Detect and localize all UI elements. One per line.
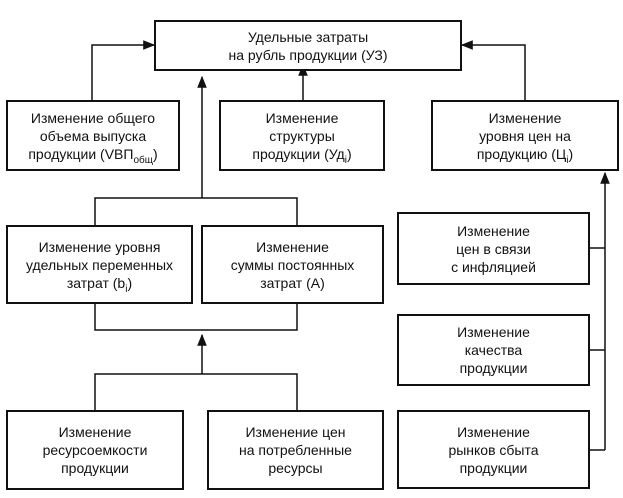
bracket-lower [94, 373, 298, 410]
box-variable-costs: Изменение уровня удельных переменных зат… [6, 225, 193, 304]
box-fixed-costs: Изменение суммы постоянных затрат (А) [201, 225, 384, 304]
box-product-structure: Изменение структуры продукции (Удi) [219, 100, 385, 171]
arrow-vbp-to-top [91, 40, 156, 100]
box-inflation: Изменение цен в связи с инфляцией [397, 212, 590, 285]
bracket-upper-top [94, 197, 298, 225]
arrow-price-to-top [460, 40, 526, 100]
box-product-structure-label: Изменение структуры продукции (Удi) [252, 109, 352, 166]
box-inflation-label: Изменение цен в связи с инфляцией [451, 222, 536, 275]
box-sales-markets-label: Изменение рынков сбыта продукции [448, 423, 539, 476]
box-quality: Изменение качества продукции [397, 314, 590, 386]
box-price-level-label: Изменение уровня цен на продукцию (Цi) [476, 109, 574, 166]
box-output-volume-label: Изменение общего объема выпуска продукци… [28, 109, 158, 166]
box-price-level: Изменение уровня цен на продукцию (Цi) [431, 100, 619, 171]
box-unit-costs: Удельные затраты на рубль продукции (УЗ) [154, 20, 462, 71]
box-resource-prices: Изменение цен на потребленные ресурсы [207, 410, 384, 490]
bracket-upper-bottom [94, 304, 298, 331]
box-resource-prices-label: Изменение цен на потребленные ресурсы [239, 424, 352, 476]
box-output-volume: Изменение общего объема выпуска продукци… [6, 100, 180, 171]
box-variable-costs-label: Изменение уровня удельных переменных зат… [25, 238, 174, 295]
box-resource-intensity-label: Изменение ресурсоемкости продукции [42, 424, 148, 476]
box-unit-costs-label: Удельные затраты на рубль продукции (УЗ) [228, 28, 388, 63]
box-resource-intensity: Изменение ресурсоемкости продукции [6, 410, 184, 490]
box-sales-markets: Изменение рынков сбыта продукции [397, 410, 590, 489]
box-fixed-costs-label: Изменение суммы постоянных затрат (А) [230, 238, 355, 291]
box-quality-label: Изменение качества продукции [457, 324, 530, 376]
